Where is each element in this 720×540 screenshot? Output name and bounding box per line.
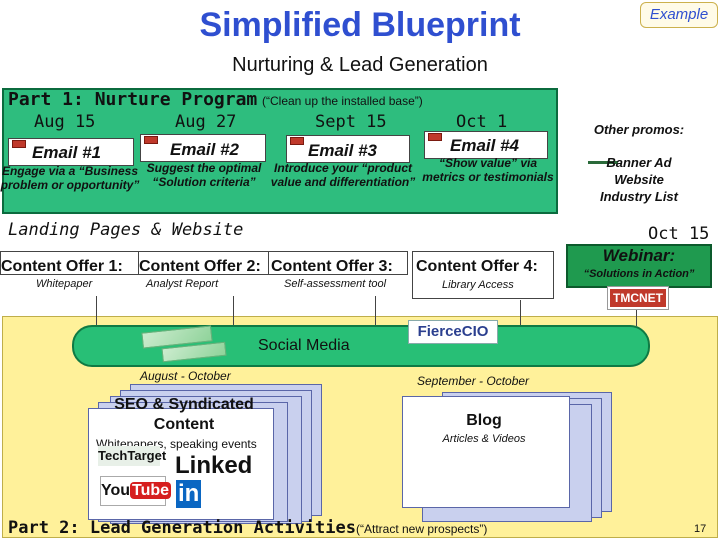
email-2-label: Email #2 (170, 140, 239, 159)
connector-line (636, 310, 637, 326)
content-offer-1-box (0, 251, 140, 275)
landing-pages-heading: Landing Pages & Website (8, 220, 244, 240)
promos-heading: Other promos: (593, 122, 685, 137)
content-offer-3-title: Content Offer 3: (271, 258, 393, 275)
season-aug-oct: August - October (140, 369, 231, 383)
promos-divider (588, 161, 618, 164)
page-subtitle: Nurturing & Lead Generation (232, 54, 488, 76)
connector-line (96, 296, 97, 326)
email-4-desc: “Show value” via metrics or testimonials (422, 156, 554, 184)
page-title: Simplified Blueprint (199, 6, 521, 44)
email-3-box (286, 135, 410, 163)
page-number: 17 (694, 523, 707, 535)
promo-website: Website (614, 172, 664, 187)
part1-heading: Part 1: Nurture Program (8, 89, 258, 110)
date-aug-15: Aug 15 (34, 112, 96, 132)
email-logo-icon (428, 133, 442, 141)
techtarget-logo: TechTarget (98, 446, 166, 466)
webinar-title: Webinar: (602, 246, 676, 265)
part1-note: (“Clean up the installed base”) (262, 94, 423, 108)
email-1-label: Email #1 (32, 143, 101, 162)
connector-line (375, 296, 376, 326)
email-3-desc: Introduce your “product value and differ… (270, 161, 416, 189)
promo-industry-list: Industry List (599, 189, 678, 204)
email-4-box (424, 131, 548, 159)
connector-line (233, 296, 234, 326)
example-badge: Example (640, 2, 718, 28)
connector-line (520, 300, 521, 326)
part2-heading: Part 2: Lead Generation Activities (8, 518, 356, 538)
date-aug-27: Aug 27 (175, 112, 237, 132)
youtube-logo-tube: Tube (130, 482, 172, 499)
email-logo-icon (144, 136, 158, 144)
blog-sub: Articles & Videos (442, 433, 526, 445)
content-offer-2-box (138, 251, 270, 275)
promo-banner-ad: Banner Ad (606, 155, 672, 170)
blog-document (402, 396, 570, 508)
email-logo-icon (290, 137, 304, 145)
content-offer-1-title: Content Offer 1: (1, 258, 123, 275)
content-offer-3-sub: Self-assessment tool (284, 278, 387, 290)
content-offer-1-sub: Whitepaper (36, 278, 93, 290)
linkedin-logo-in: in (176, 480, 202, 508)
content-offer-2-title: Content Offer 2: (139, 258, 261, 275)
youtube-logo-text: You (101, 482, 131, 499)
part2-note: (“Attract new prospects”) (356, 522, 488, 536)
content-offer-2-sub: Analyst Report (146, 278, 219, 290)
fiercecio-logo: FierceCIO (408, 320, 498, 344)
season-sep-oct: September - October (417, 374, 530, 388)
date-sept-15: Sept 15 (315, 112, 387, 132)
email-2-box (140, 134, 266, 162)
content-offer-4-box (412, 251, 554, 299)
social-media-label: Social Media (258, 337, 350, 354)
content-offer-4-sub: Library Access (442, 279, 514, 291)
content-offer-3-box (268, 251, 408, 275)
email-1-desc: Engage via a “Business problem or opport… (0, 164, 140, 192)
email-2-desc: Suggest the optimal “Solution criteria” (146, 161, 262, 189)
email-1-box (8, 138, 134, 166)
email-4-label: Email #4 (450, 136, 519, 155)
linkedin-logo-text: Linked (175, 452, 253, 479)
blog-title: Blog (466, 412, 502, 429)
webinar-note: “Solutions in Action” (583, 268, 695, 280)
email-logo-icon (12, 140, 26, 148)
content-offer-4-title: Content Offer 4: (416, 258, 538, 275)
linkedin-logo: Linkedin (175, 452, 255, 508)
date-oct-1: Oct 1 (456, 112, 508, 132)
email-3-label: Email #3 (308, 141, 377, 160)
seo-title: SEO & Syndicated Content (114, 396, 254, 433)
date-oct-15: Oct 15 (648, 224, 710, 244)
tmcnet-logo: TMCNET (608, 287, 668, 309)
